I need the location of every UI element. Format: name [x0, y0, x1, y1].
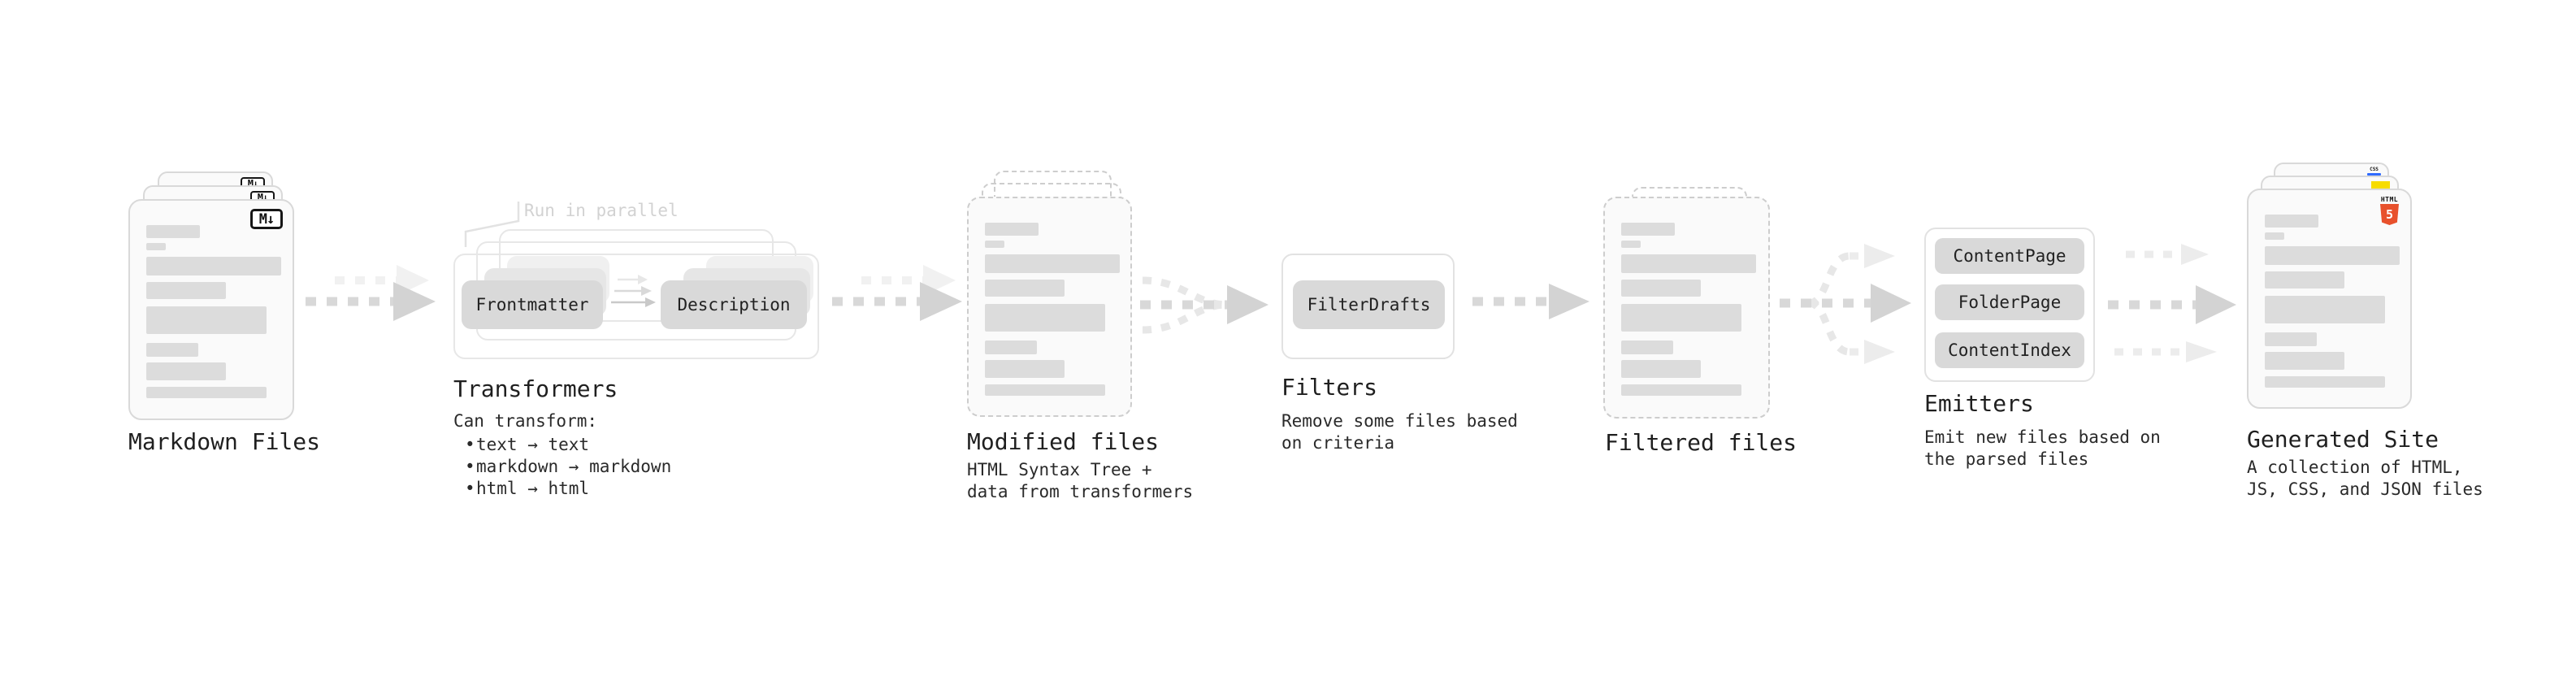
- doc-bar: [146, 243, 166, 250]
- doc-bar: [146, 282, 226, 299]
- transformers-bullet: •text → text: [465, 435, 590, 454]
- doc-bar: [2265, 215, 2318, 228]
- parallel-mini-arrows: [611, 275, 656, 307]
- description-box: Description: [661, 280, 807, 329]
- doc-bar: [1621, 254, 1756, 273]
- stage-label-generated-site: Generated Site: [2247, 426, 2439, 453]
- stage-label-modified-files: Modified files: [967, 428, 1160, 455]
- doc-bar: [2265, 352, 2344, 370]
- doc-bar: [146, 343, 198, 357]
- arrow-filtered-to-emitters: [1780, 244, 1911, 364]
- generated-description-line: A collection of HTML,: [2247, 458, 2463, 477]
- transformers-bullet: •markdown → markdown: [465, 457, 672, 476]
- stage-label-filters: Filters: [1281, 374, 1378, 401]
- doc-bar: [1621, 241, 1641, 248]
- arrow-transformers-to-modified: [832, 265, 962, 321]
- doc-bar: [146, 306, 267, 334]
- doc-bar: [1621, 280, 1701, 297]
- annotation-leader-line: [464, 202, 520, 247]
- emitters-description-line: Emit new files based on: [1924, 427, 2161, 447]
- modified-description-line: HTML Syntax Tree +: [967, 460, 1152, 479]
- doc-bar: [985, 384, 1105, 396]
- transformers-bullet: •html → html: [465, 479, 590, 498]
- stage-label-filtered-files: Filtered files: [1605, 429, 1798, 456]
- doc-bar: [1621, 340, 1673, 354]
- doc-bar: [146, 225, 200, 238]
- doc-bar: [2265, 246, 2400, 265]
- modified-doc-front: [967, 197, 1132, 417]
- filters-description-line: Remove some files based: [1281, 411, 1518, 431]
- doc-bar: [2265, 376, 2385, 388]
- doc-bar: [1621, 360, 1701, 378]
- bullet-dot: •: [465, 457, 475, 476]
- filters-description-line: on criteria: [1281, 433, 1395, 453]
- arrow-filters-to-filtered: [1472, 284, 1589, 319]
- run-in-parallel-annotation: Run in parallel: [524, 201, 679, 220]
- arrow-modified-to-filters: [1140, 276, 1268, 334]
- transformer-group-front: [453, 254, 819, 359]
- doc-bar: [146, 387, 267, 398]
- filtered-doc-front: [1603, 197, 1770, 419]
- doc-bar: [2265, 332, 2317, 346]
- javascript-icon: [2371, 181, 2390, 189]
- modified-description-line: data from transformers: [967, 482, 1194, 501]
- doc-bar: [146, 257, 281, 275]
- bullet-dot: •: [465, 479, 475, 498]
- doc-bar: [985, 241, 1004, 248]
- doc-bar: [146, 362, 226, 380]
- stage-label-markdown-files: Markdown Files: [128, 428, 321, 455]
- arrow-markdown-to-transformers: [306, 265, 436, 321]
- folderpage-box: FolderPage: [1935, 284, 2084, 320]
- doc-bar: [1621, 384, 1741, 396]
- emitters-description-line: the parsed files: [1924, 449, 2089, 469]
- doc-bar: [1621, 304, 1741, 332]
- doc-bar: [985, 223, 1039, 236]
- markdown-icon: M↓: [250, 209, 283, 229]
- generated-doc-html: HTML 5: [2247, 189, 2412, 409]
- doc-bar: [985, 340, 1037, 354]
- doc-bar: [985, 304, 1105, 332]
- filterdrafts-box: FilterDrafts: [1293, 280, 1445, 329]
- doc-bar: [2265, 232, 2284, 240]
- bullet-dot: •: [465, 435, 475, 454]
- frontmatter-box: Frontmatter: [462, 280, 603, 329]
- doc-bar: [2265, 296, 2385, 323]
- transformers-description: Can transform:: [453, 411, 598, 431]
- doc-bar: [1621, 223, 1675, 236]
- doc-bar: [985, 254, 1120, 273]
- arrow-emitters-to-generated: [2108, 244, 2236, 362]
- generated-description-line: JS, CSS, and JSON files: [2247, 479, 2483, 499]
- stage-label-transformers: Transformers: [453, 375, 618, 402]
- markdown-doc-front: M↓: [128, 199, 294, 420]
- stage-label-emitters: Emitters: [1924, 390, 2034, 417]
- contentindex-box: ContentIndex: [1935, 332, 2084, 368]
- html5-icon: HTML 5: [2379, 196, 2400, 225]
- doc-bar: [2265, 271, 2344, 288]
- doc-bar: [985, 280, 1065, 297]
- doc-bar: [985, 360, 1065, 378]
- css-icon: CSS: [2367, 167, 2381, 176]
- contentpage-box: ContentPage: [1935, 238, 2084, 274]
